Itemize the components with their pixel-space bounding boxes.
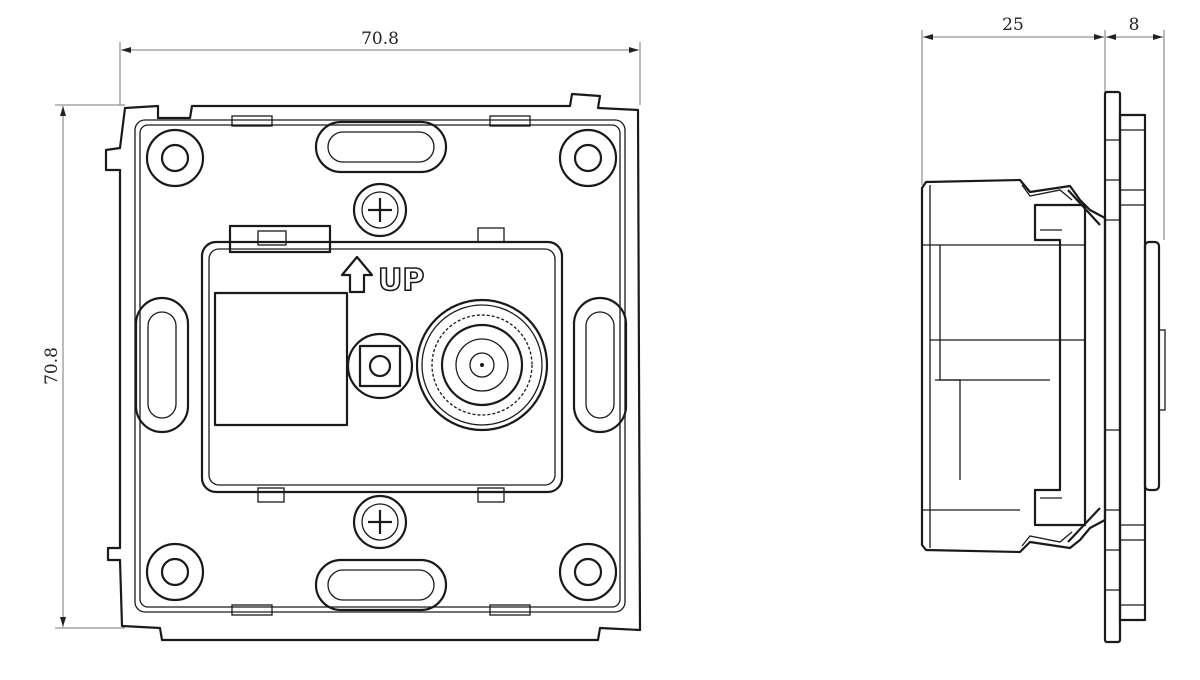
screw-slots (134, 120, 628, 612)
width-dimension: 70.8 (119, 29, 641, 105)
f-connector (346, 332, 414, 400)
socket-module (200, 224, 564, 503)
coax-connector (415, 298, 549, 432)
up-label: UP (378, 263, 424, 298)
side-view: 25 8 (920, 15, 1166, 644)
mounting-hole (145, 542, 205, 602)
mounting-frame (104, 92, 642, 642)
height-dimension: 70.8 (42, 104, 125, 629)
corner-holes (145, 128, 618, 602)
mounting-hole (558, 128, 618, 188)
socket-body (920, 178, 1107, 554)
width-dimension-label: 70.8 (361, 29, 399, 49)
up-arrow-icon (340, 255, 374, 294)
mounting-hole (145, 128, 205, 188)
depth-dimension-label: 25 (1002, 15, 1024, 35)
height-dimension-label: 70.8 (42, 347, 62, 385)
label-window (213, 291, 349, 427)
screw-top (352, 182, 408, 238)
depth-dimension: 25 8 (921, 15, 1165, 240)
front-view: 70.8 70.8 (42, 29, 642, 642)
front-plate (1103, 90, 1166, 644)
up-indicator: UP (340, 255, 425, 299)
plate-dimension-label: 8 (1129, 15, 1140, 35)
mounting-hole (558, 542, 618, 602)
screw-bottom (352, 494, 408, 550)
